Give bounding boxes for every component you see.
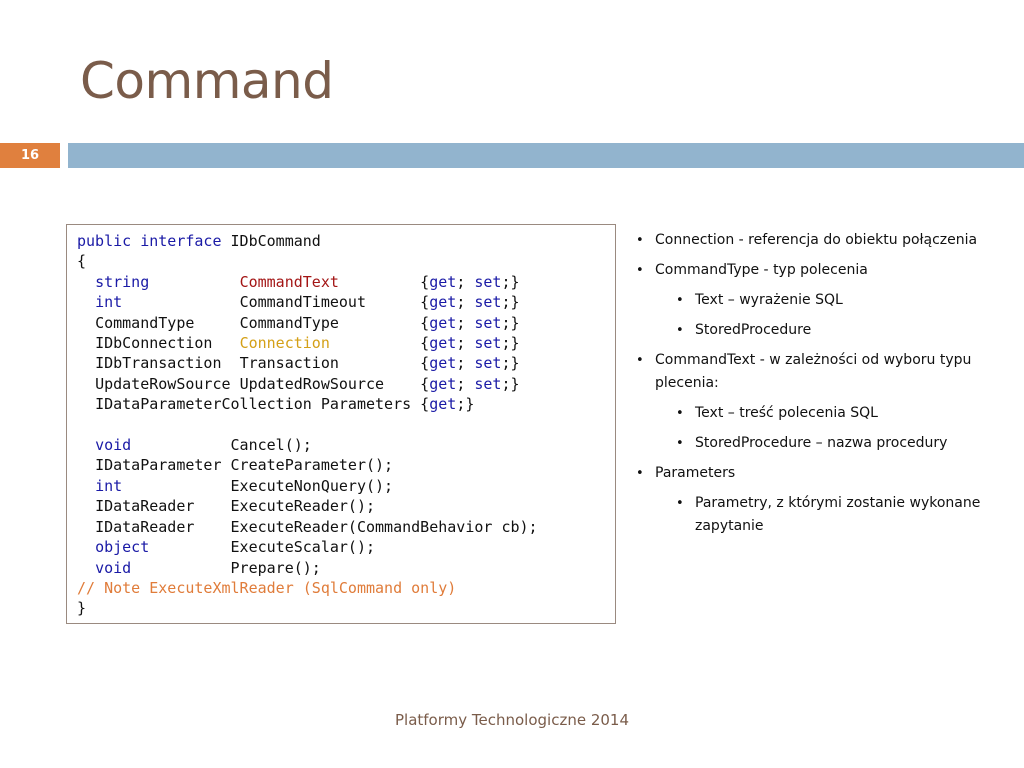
bullet-icon: • (676, 436, 684, 451)
code-type: UpdateRowSource (95, 374, 231, 393)
code-keyword: set (474, 374, 502, 393)
code-type: IDataReader (95, 517, 195, 536)
bullet-icon: • (636, 233, 644, 248)
bullet-item: •CommandType - typ polecenia (636, 259, 1008, 282)
code-method: ExecuteReader(); (230, 497, 376, 516)
code-keyword: get (429, 354, 457, 373)
code-block: public interface IDbCommand { string Com… (66, 224, 616, 624)
sub-bullet-item: •Text – treść polecenia SQL (636, 402, 1008, 425)
code-method: ExecuteScalar(); (230, 538, 376, 557)
bullet-item: •Connection - referencja do obiektu połą… (636, 229, 1008, 252)
code-type: CommandType (95, 313, 195, 332)
code-member: Parameters (320, 395, 412, 414)
code-keyword: get (429, 272, 457, 291)
code-keyword: get (429, 395, 457, 414)
code-keyword: set (474, 272, 502, 291)
code-method: CreateParameter(); (230, 456, 394, 475)
bullet-icon: • (676, 323, 684, 338)
code-type: IDbConnection (95, 334, 213, 353)
slide-footer: Platformy Technologiczne 2014 (394, 711, 630, 729)
bullet-icon: • (636, 466, 644, 481)
code-keyword: set (474, 293, 502, 312)
slide-title: Command (80, 52, 334, 110)
code-member: UpdatedRowSource (239, 374, 385, 393)
code-member: CommandType (239, 313, 339, 332)
code-method: ExecuteNonQuery(); (230, 476, 394, 495)
bullet-item: •Parameters (636, 462, 1008, 485)
code-keyword: void (95, 436, 132, 455)
slide-number: 16 (0, 143, 60, 168)
code-keyword: int (95, 476, 123, 495)
code-type: IDbTransaction (95, 354, 222, 373)
code-comment: // Note ExecuteXmlReader (SqlCommand onl… (77, 578, 457, 597)
bullet-icon: • (636, 353, 644, 368)
code-type: IDataParameterCollection (95, 395, 312, 414)
sub-bullet-item: •Parametry, z którymi zostanie wykonane … (636, 492, 1008, 538)
code-brace: { (77, 252, 87, 271)
code-type: IDataReader (95, 497, 195, 516)
code-keyword: public interface (77, 232, 222, 250)
title-divider-bar (68, 143, 1024, 168)
code-keyword: get (429, 334, 457, 353)
code-listing: public interface IDbCommand { string Com… (77, 232, 538, 618)
code-keyword: object (95, 538, 150, 557)
code-member: CommandText (239, 272, 339, 291)
code-method: Prepare(); (230, 558, 321, 577)
bullet-icon: • (636, 263, 644, 278)
bullet-icon: • (676, 406, 684, 421)
code-member: Connection (239, 334, 330, 353)
code-keyword: get (429, 293, 457, 312)
code-method: ExecuteReader(CommandBehavior cb); (230, 517, 538, 536)
code-type: IDataParameter (95, 456, 222, 475)
sub-bullet-item: •StoredProcedure – nazwa procedury (636, 432, 1008, 455)
code-member: CommandTimeout (239, 293, 366, 312)
bullet-icon: • (676, 496, 684, 511)
code-keyword: set (474, 354, 502, 373)
code-keyword: set (474, 313, 502, 332)
code-keyword: string (95, 272, 150, 291)
code-text: IDbCommand (221, 232, 321, 250)
code-keyword: void (95, 558, 132, 577)
code-keyword: int (95, 293, 123, 312)
bullet-item: •CommandText - w zależności od wyboru ty… (636, 349, 1008, 395)
code-brace: } (77, 599, 87, 618)
sub-bullet-item: •StoredProcedure (636, 319, 1008, 342)
code-keyword: get (429, 313, 457, 332)
code-keyword: get (429, 374, 457, 393)
sub-bullet-item: •Text – wyrażenie SQL (636, 289, 1008, 312)
bullet-list: •Connection - referencja do obiektu połą… (636, 229, 1008, 545)
code-method: Cancel(); (230, 436, 312, 455)
bullet-icon: • (676, 293, 684, 308)
code-keyword: set (474, 334, 502, 353)
code-member: Transaction (239, 354, 339, 373)
